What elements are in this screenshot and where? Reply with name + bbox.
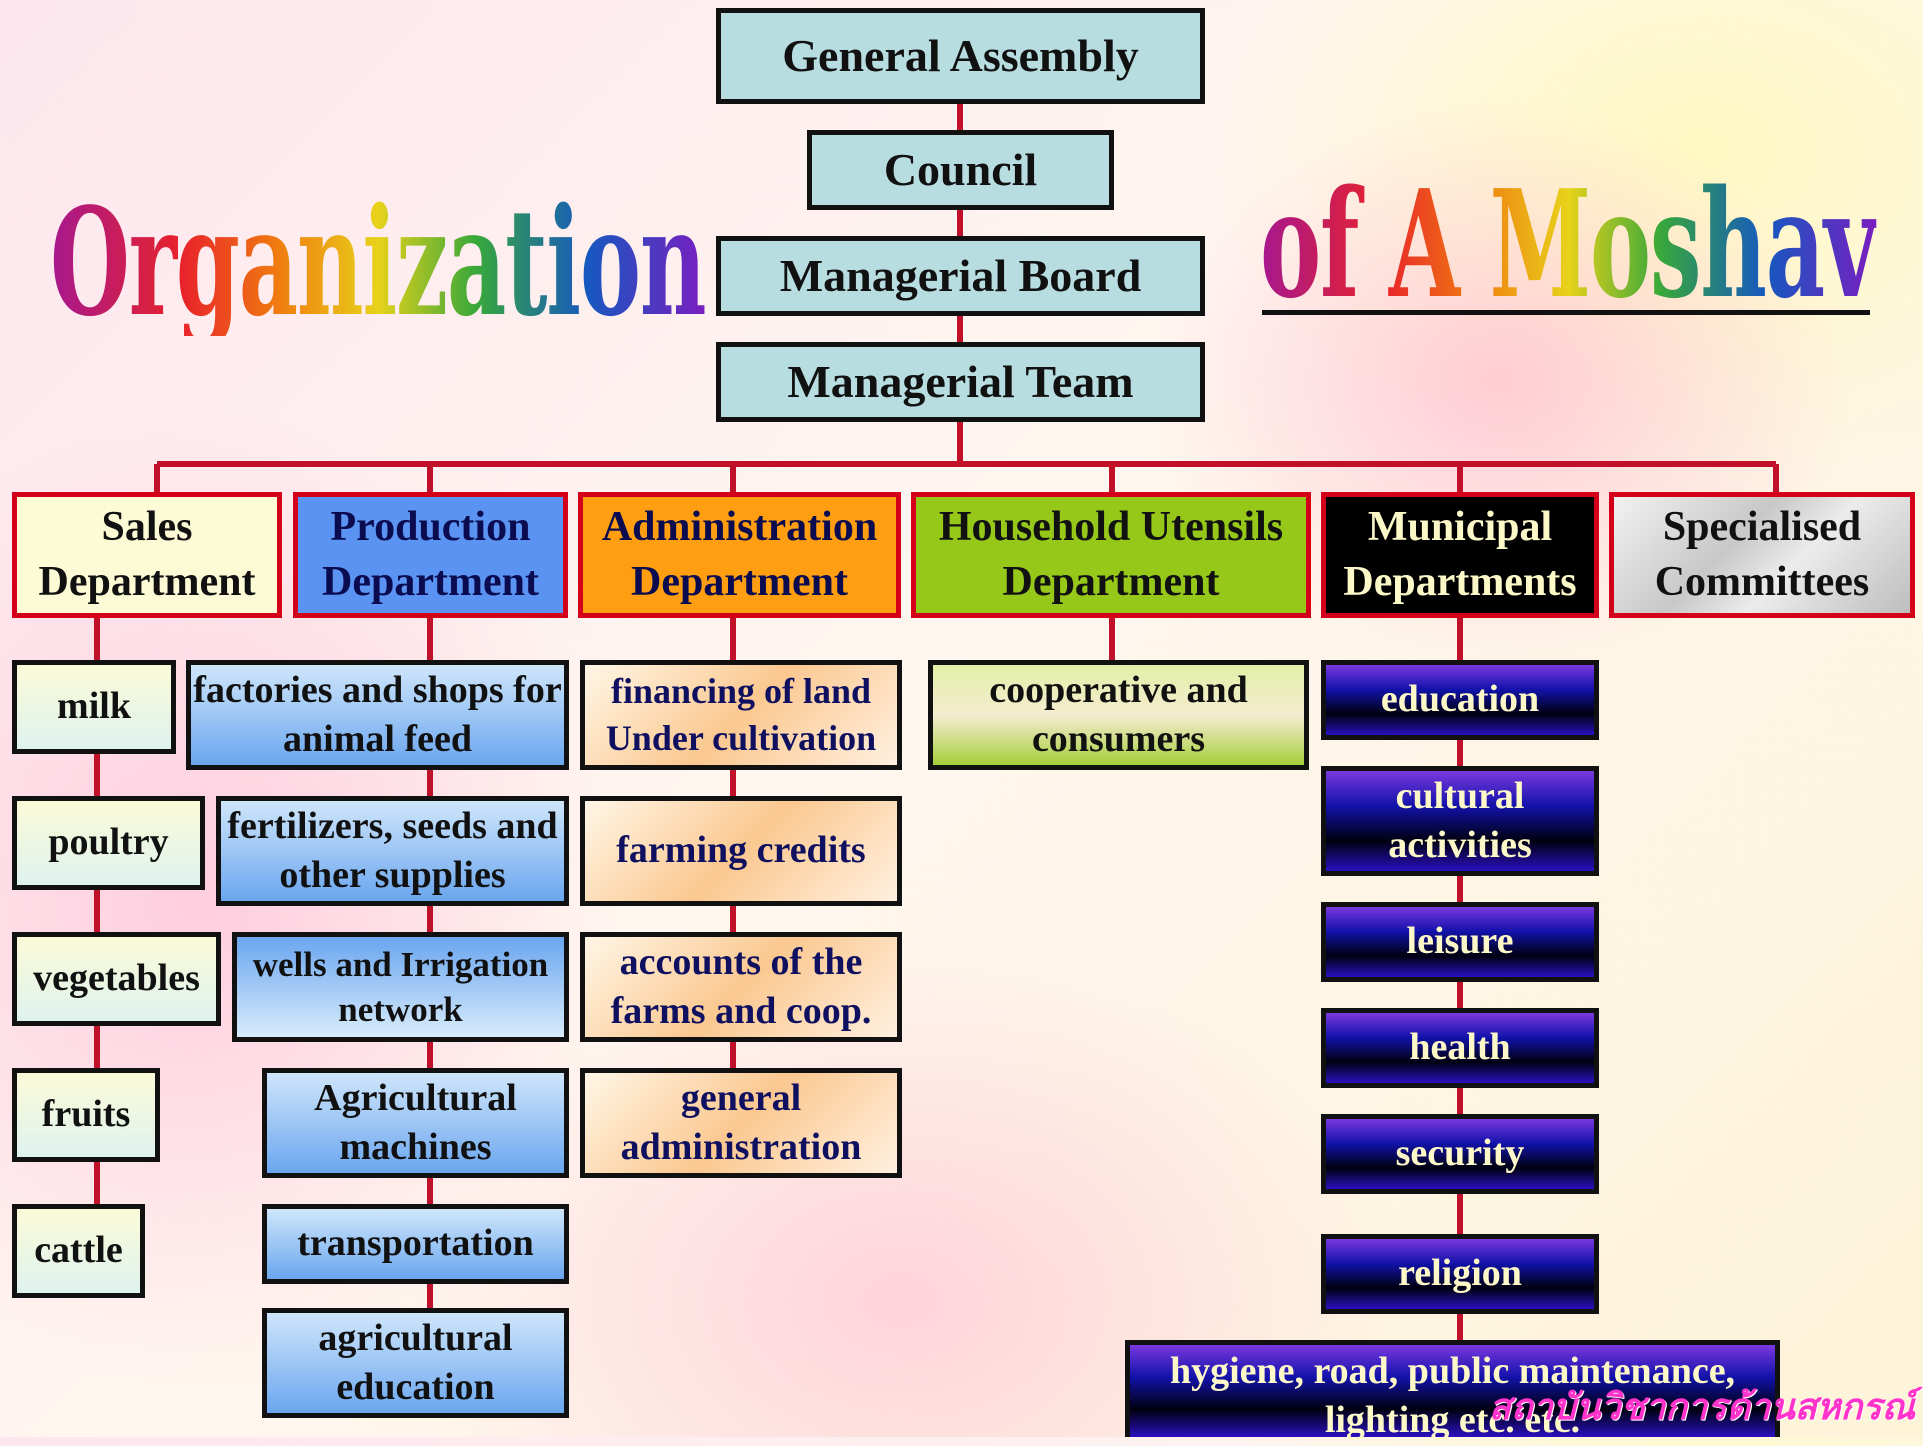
sales-item-poultry: poultry <box>12 796 205 890</box>
municipal-item-security: security <box>1321 1114 1599 1194</box>
household-utensils-department-box: Household Utensils Department <box>911 492 1311 618</box>
title-underline <box>1262 310 1870 315</box>
sales-department-box: Sales Department <box>12 492 282 618</box>
production-item-animal-feed: factories and shops for animal feed <box>186 660 569 770</box>
managerial-board-box: Managerial Board <box>716 236 1205 316</box>
title-left: Organization <box>50 175 707 349</box>
municipal-item-health: health <box>1321 1008 1599 1088</box>
managerial-team-box: Managerial Team <box>716 342 1205 422</box>
production-item-transportation: transportation <box>262 1204 569 1284</box>
municipal-item-hygiene: hygiene, road, public maintenance, light… <box>1125 1340 1780 1441</box>
municipal-item-religion: religion <box>1321 1234 1599 1314</box>
institution-watermark: สถาบันวิชาการด้านสหกรณ์ <box>1488 1387 1915 1428</box>
municipal-item-education: education <box>1321 660 1599 740</box>
administration-item-credits: farming credits <box>580 796 902 906</box>
municipal-item-leisure: leisure <box>1321 902 1599 982</box>
administration-department-box: Administration Department <box>578 492 901 618</box>
sales-item-fruits: fruits <box>12 1068 160 1162</box>
administration-item-general: general administration <box>580 1068 902 1178</box>
administration-item-financing: financing of land Under cultivation <box>580 660 902 770</box>
general-assembly-box: General Assembly <box>716 8 1205 104</box>
production-item-machines: Agricultural machines <box>262 1068 569 1178</box>
council-box: Council <box>807 130 1114 210</box>
production-item-irrigation: wells and Irrigation network <box>232 932 569 1042</box>
municipal-item-cultural: cultural activities <box>1321 766 1599 876</box>
sales-item-milk: milk <box>12 660 176 754</box>
specialised-committees-box: Specialised Committees <box>1609 492 1915 618</box>
municipal-departments-box: Municipal Departments <box>1321 492 1599 618</box>
sales-item-vegetables: vegetables <box>12 932 221 1026</box>
administration-item-accounts: accounts of the farms and coop. <box>580 932 902 1042</box>
household-item-cooperative: cooperative and consumers <box>928 660 1309 770</box>
title-right: of A Moshav <box>1260 157 1877 331</box>
production-department-box: Production Department <box>293 492 568 618</box>
sales-item-cattle: cattle <box>12 1204 145 1298</box>
production-item-supplies: fertilizers, seeds and other supplies <box>216 796 569 906</box>
production-item-education: agricultural education <box>262 1308 569 1418</box>
